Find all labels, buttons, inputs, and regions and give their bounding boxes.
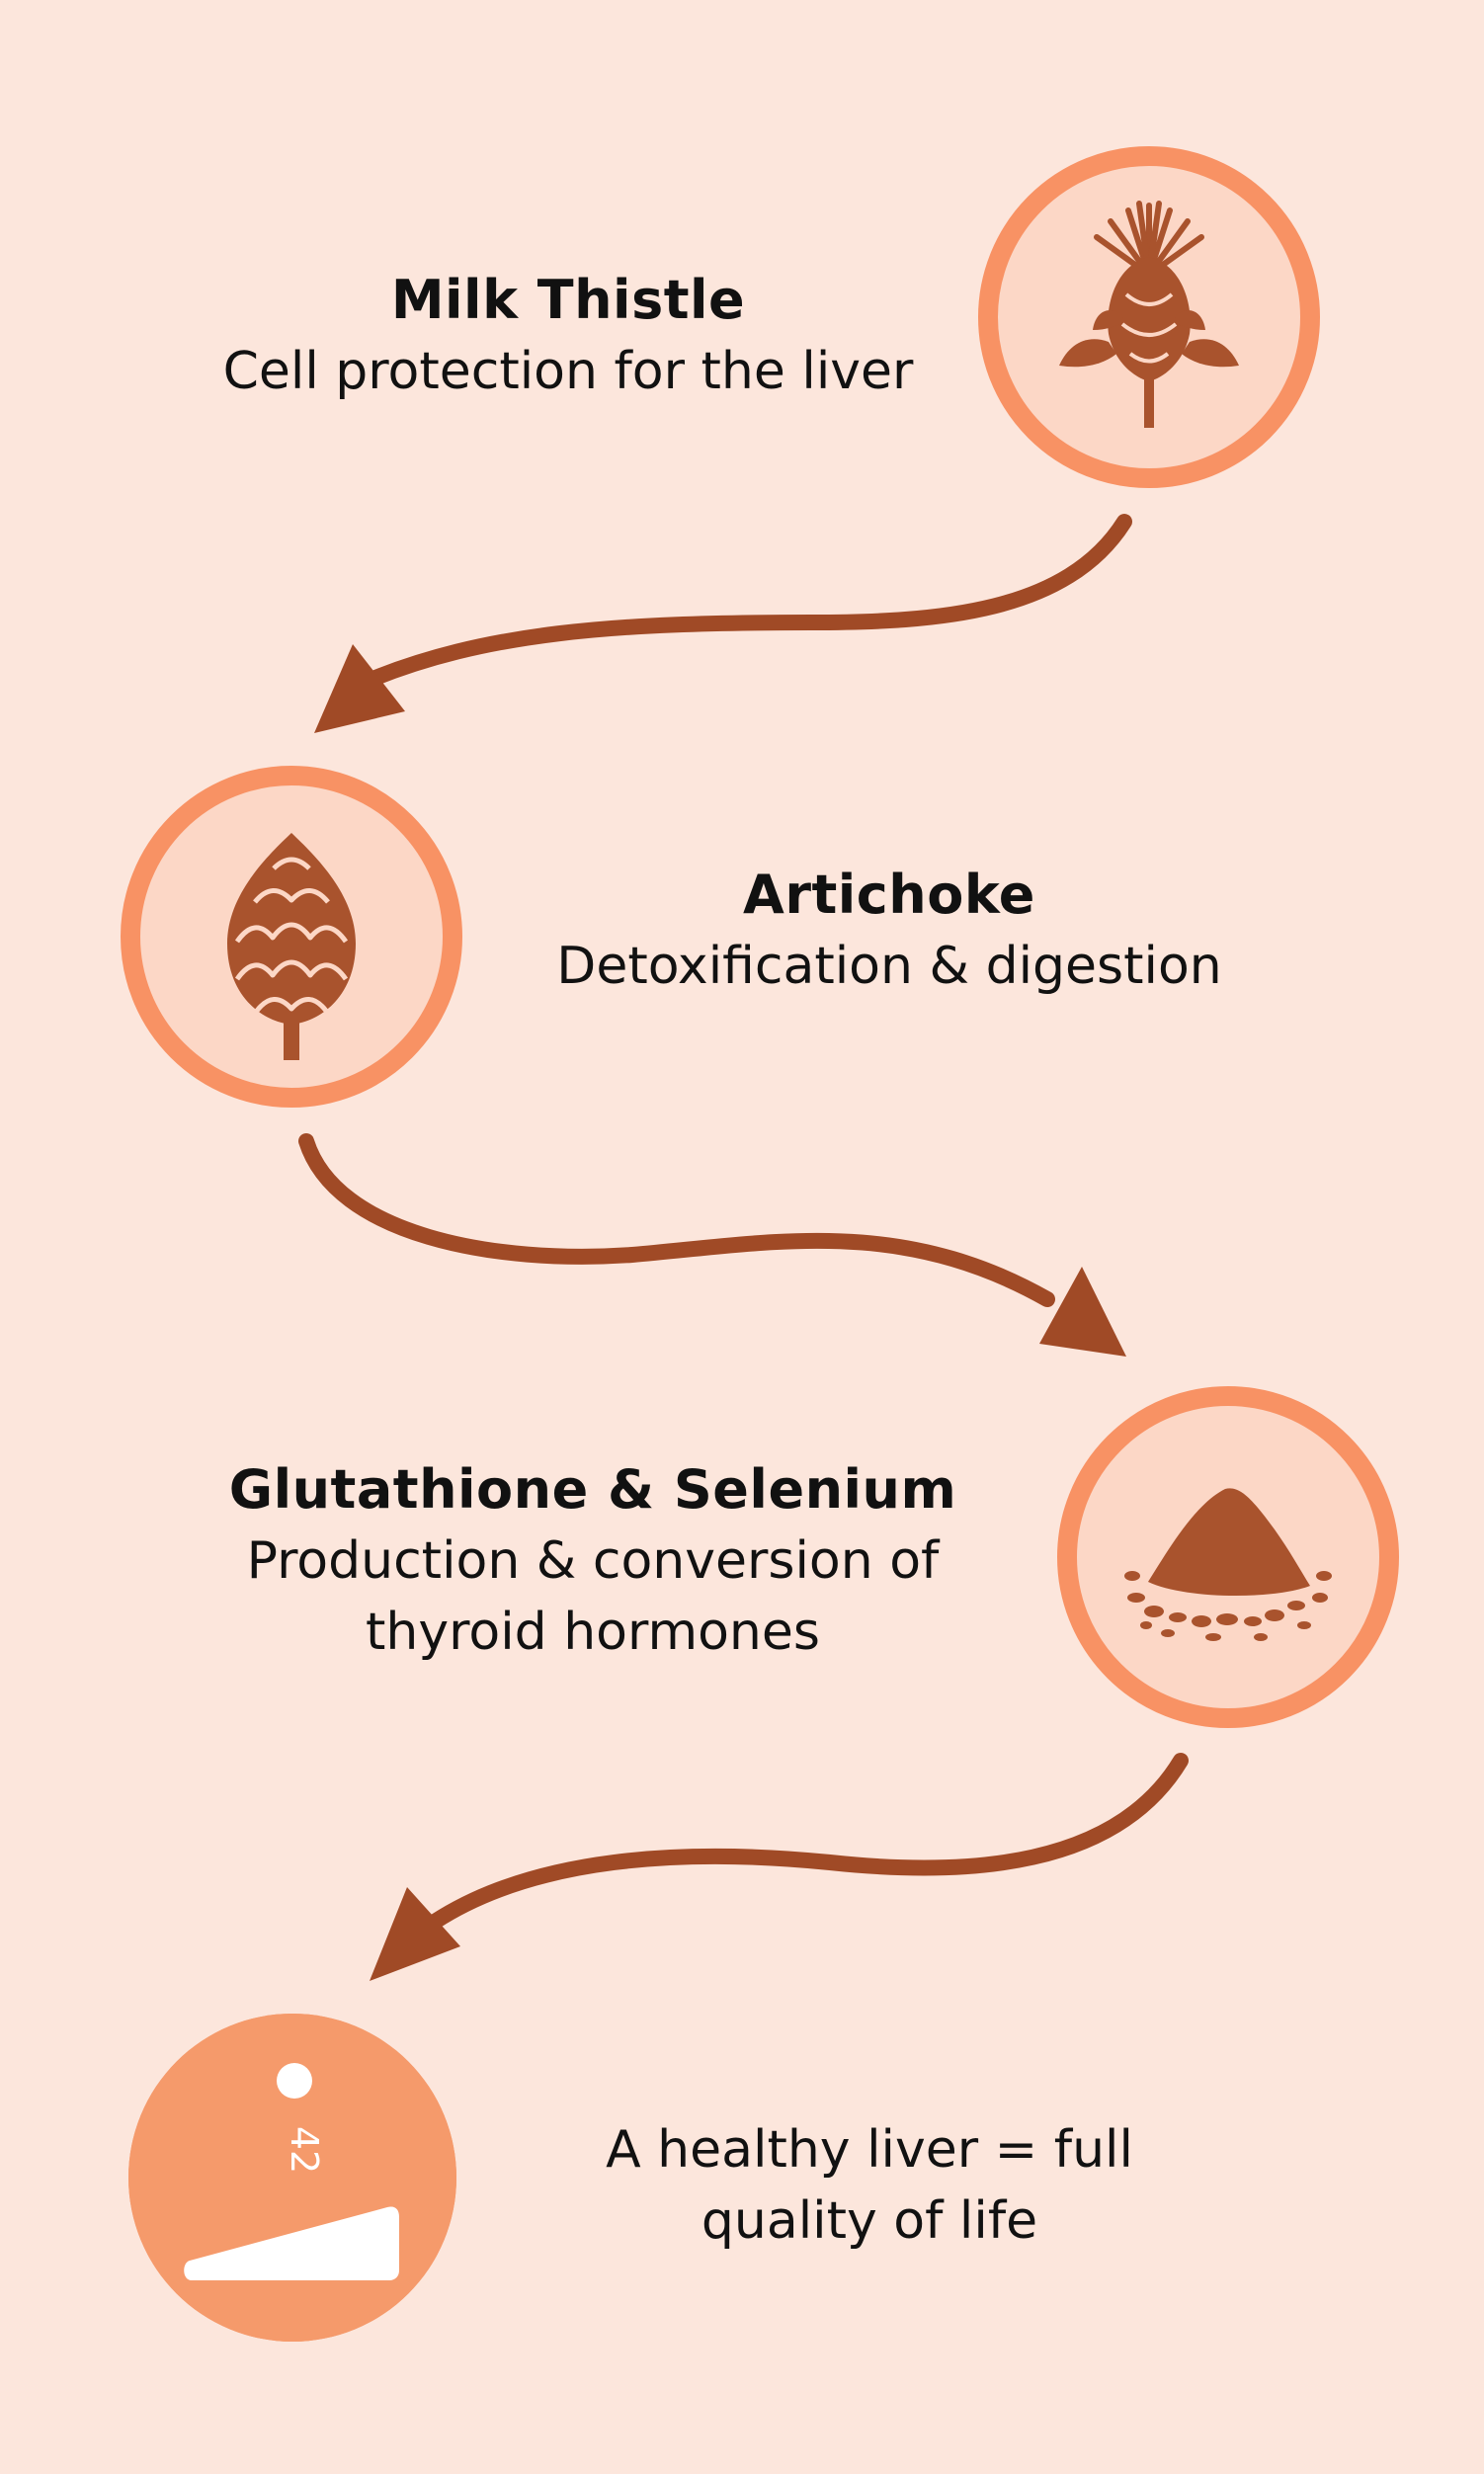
step-description: Cell protection for the liver [222, 342, 914, 401]
milk-thistle-icon [1059, 201, 1239, 428]
artichoke-icon [227, 833, 356, 1060]
artichoke-badge [121, 766, 462, 1108]
healthy-liver-icon [128, 2014, 456, 2342]
final-statement: A healthy liver = full quality of life [514, 2114, 1225, 2257]
healthy-liver-icon-label: 42 [283, 2125, 326, 2175]
step-title: Artichoke [743, 864, 1035, 926]
final-description-line-2: quality of life [701, 2191, 1038, 2251]
arrow-path-2 [298, 1133, 1055, 1307]
arrow-head-3 [370, 1887, 460, 1981]
step-milk-thistle: Milk Thistle Cell protection for the liv… [148, 265, 988, 407]
step-description: Detoxification & digestion [556, 937, 1222, 996]
step-artichoke: Artichoke Detoxification & digestion [494, 860, 1284, 1002]
arrow-head-1 [314, 644, 405, 733]
final-description-line-1: A healthy liver = full [606, 2120, 1133, 2180]
step-glutathione-selenium: Glutathione & Selenium Production & conv… [148, 1454, 1037, 1668]
healthy-liver-badge: 42 [128, 2014, 456, 2342]
arrow-path-1 [358, 514, 1132, 690]
arrow-head-2 [1039, 1267, 1126, 1357]
powder-pile-icon [1124, 1488, 1332, 1641]
step-description-line-2: thyroid hormones [366, 1603, 820, 1662]
step-title: Milk Thistle [390, 269, 746, 331]
step-description-line-1: Production & conversion of [246, 1531, 940, 1591]
arrow-path-3 [427, 1753, 1189, 1930]
milk-thistle-badge [978, 146, 1320, 488]
glutathione-badge [1057, 1386, 1399, 1728]
step-title: Glutathione & Selenium [228, 1458, 957, 1521]
